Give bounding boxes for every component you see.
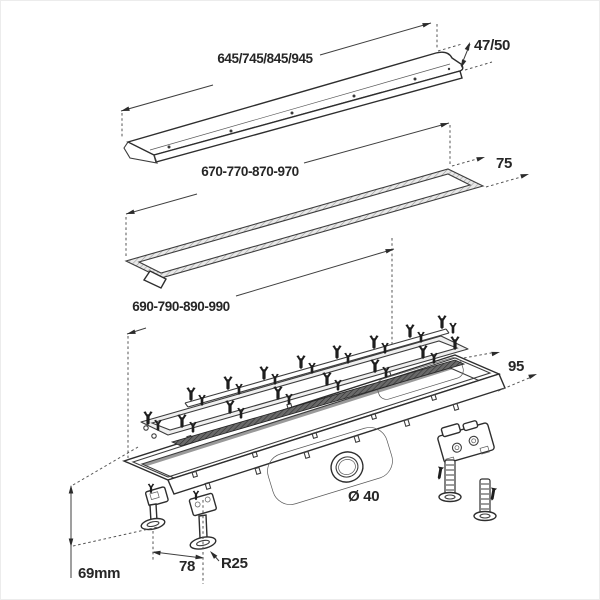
frame-end-tab [142, 270, 167, 289]
screw-icon [296, 355, 306, 369]
screw-icon [223, 376, 233, 390]
screw-icon [369, 335, 379, 349]
cover-plate [123, 51, 464, 164]
cover-screw-holes [167, 67, 451, 149]
screw-icon [435, 466, 445, 481]
cover-length-label: 645/745/845/945 [217, 51, 313, 66]
screw-icon [259, 366, 269, 380]
bend-radius-callout: R25 [208, 549, 248, 572]
adjustable-feet [435, 459, 498, 522]
bend-radius-label: R25 [221, 555, 248, 572]
adjustable-foot [473, 478, 497, 522]
cover-width-dimension: 47/50 [437, 37, 510, 71]
adjustable-foot [438, 459, 462, 503]
cover-front-lip [153, 70, 463, 163]
screw-icon [186, 387, 196, 401]
screw-icon [332, 345, 342, 359]
trap-outline [267, 427, 393, 505]
foot-spacing-dimension: 78 [151, 500, 205, 584]
seal-strip [170, 359, 466, 447]
install-height-label: 69mm [78, 565, 120, 582]
foot-base [140, 517, 166, 531]
clamp-frame [140, 328, 469, 439]
cover-width-label: 47/50 [474, 37, 510, 54]
right-mounting-bracket [437, 420, 495, 466]
outlet-pipe [330, 451, 364, 483]
frame-width-label: 75 [496, 155, 512, 172]
channel-sump [376, 357, 464, 400]
foot-spacing-label: 78 [179, 558, 195, 575]
frame-length-dimension: 670-770-870-970 [125, 120, 451, 257]
channel-assembly [122, 315, 506, 550]
cover-length-dimension: 645/745/845/945 [120, 20, 438, 139]
fixing-bar [184, 328, 450, 408]
channel-body [122, 354, 506, 495]
left-feet [140, 483, 217, 550]
cover-end-fold [123, 141, 158, 164]
screw-icon [437, 315, 447, 329]
outlet-diameter-label: Ø 40 [348, 488, 379, 505]
frame-width-dimension: 75 [451, 154, 530, 188]
frame-length-label: 670-770-870-970 [201, 164, 299, 179]
channel-length-dimension: 690-790-890-990 [126, 246, 395, 458]
screw-icon [405, 324, 415, 338]
channel-width-label: 95 [508, 358, 524, 375]
channel-length-label: 690-790-890-990 [132, 299, 230, 314]
bottom-tabs [204, 402, 460, 491]
screw-icon [449, 322, 457, 334]
drain-trap [267, 427, 393, 505]
grate-frame [124, 168, 485, 289]
install-height-dimension: 69mm [68, 446, 159, 582]
channel-width-dimension: 95 [463, 349, 538, 392]
